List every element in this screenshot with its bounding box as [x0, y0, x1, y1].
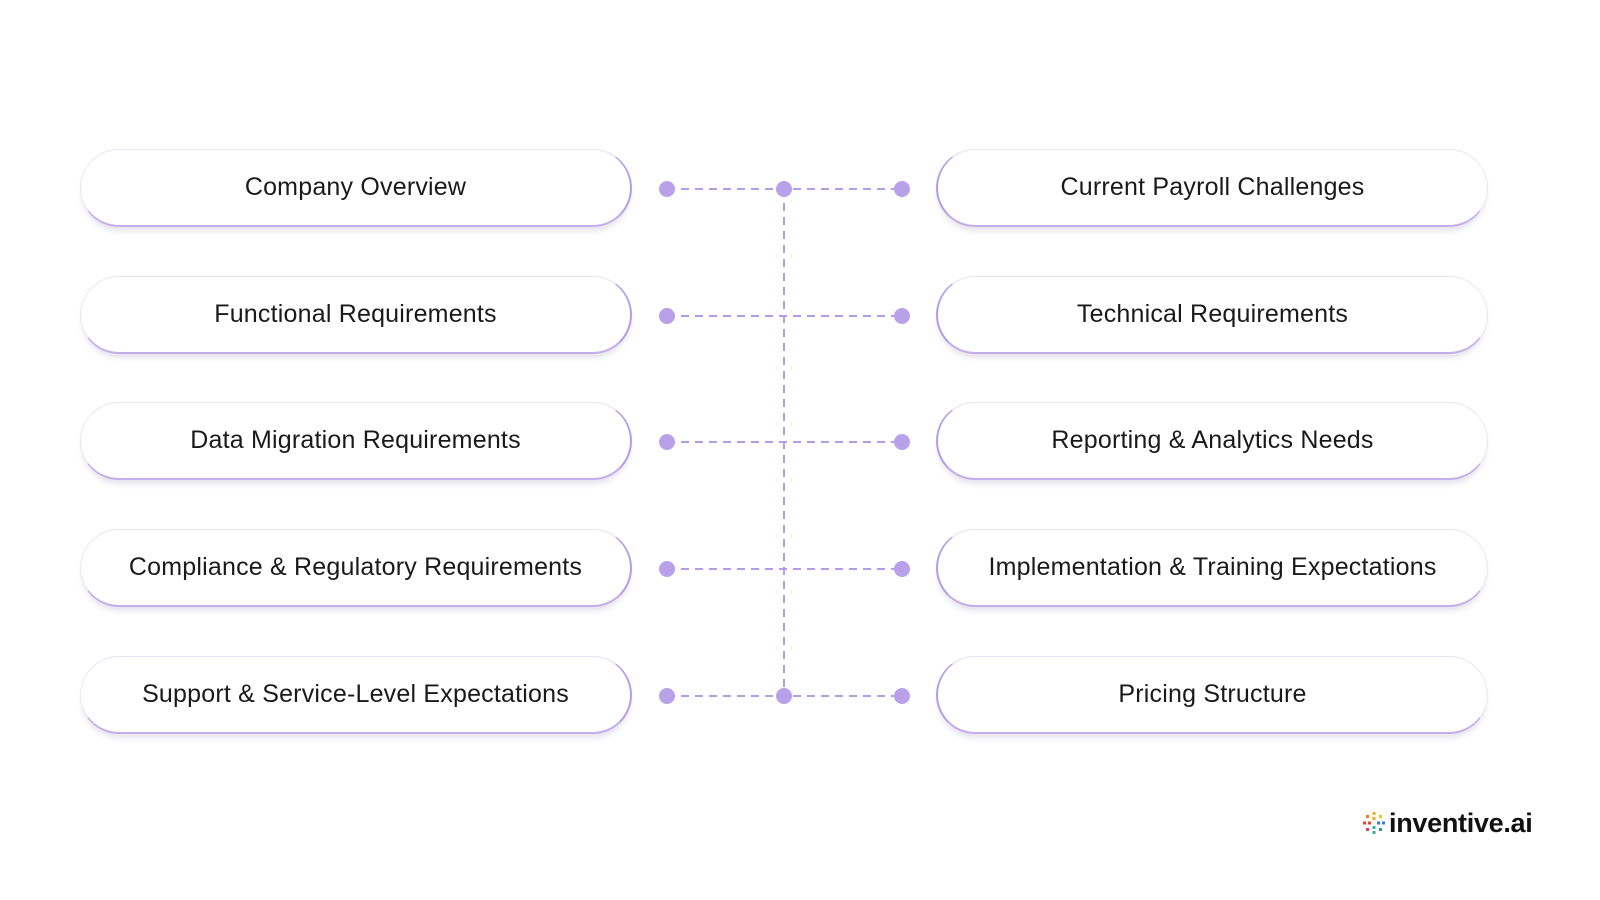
right-item-implementation-training: Implementation & Training Expectations — [936, 529, 1488, 607]
left-item-label: Compliance & Regulatory Requirements — [128, 553, 583, 581]
left-item-functional-requirements: Functional Requirements — [80, 276, 632, 354]
left-item-data-migration-requirements: Data Migration Requirements — [80, 402, 632, 480]
right-item-label: Pricing Structure — [1118, 680, 1307, 708]
right-item-pricing-structure: Pricing Structure — [936, 656, 1488, 734]
right-item-label: Technical Requirements — [1076, 300, 1349, 328]
left-dot-4 — [659, 561, 675, 577]
left-item-label: Support & Service-Level Expectations — [142, 680, 569, 708]
left-dot-1 — [659, 181, 675, 197]
left-item-label: Company Overview — [244, 173, 467, 201]
inventive-logo: inventive.ai — [1362, 806, 1533, 840]
right-item-label: Current Payroll Challenges — [1060, 173, 1365, 201]
left-dot-3 — [659, 434, 675, 450]
right-item-label: Reporting & Analytics Needs — [1051, 426, 1374, 454]
dotted-burst-logo-icon — [1363, 812, 1385, 834]
right-dot-3 — [894, 434, 910, 450]
left-item-compliance-regulatory: Compliance & Regulatory Requirements — [80, 529, 632, 607]
right-item-label: Implementation & Training Expectations — [988, 553, 1437, 581]
right-item-current-payroll-challenges: Current Payroll Challenges — [936, 149, 1488, 227]
left-dot-2 — [659, 308, 675, 324]
left-item-label: Functional Requirements — [214, 300, 497, 328]
spine-dot-bottom — [776, 688, 792, 704]
right-dot-2 — [894, 308, 910, 324]
spine-dot-top — [776, 181, 792, 197]
right-dot-5 — [894, 688, 910, 704]
left-dot-5 — [659, 688, 675, 704]
right-dot-4 — [894, 561, 910, 577]
left-item-label: Data Migration Requirements — [190, 426, 521, 454]
right-item-reporting-analytics: Reporting & Analytics Needs — [936, 402, 1488, 480]
right-item-technical-requirements: Technical Requirements — [936, 276, 1488, 354]
left-item-company-overview: Company Overview — [80, 149, 632, 227]
logo-wordmark: inventive.ai — [1389, 807, 1533, 838]
left-item-support-service-level: Support & Service-Level Expectations — [80, 656, 632, 734]
right-dot-1 — [894, 181, 910, 197]
